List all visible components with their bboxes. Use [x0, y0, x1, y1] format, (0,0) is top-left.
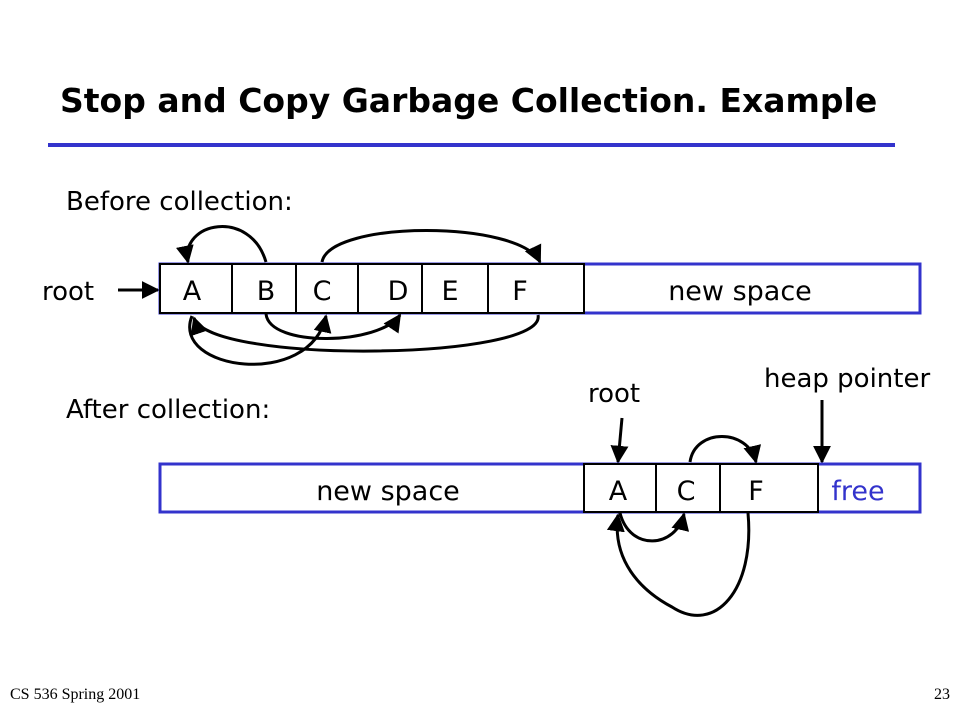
- after-cell-c: C: [677, 476, 696, 507]
- before-arrow-c-to-f: [320, 229, 542, 264]
- before-cell-d: D: [388, 276, 409, 307]
- footer-course: CS 536 Spring 2001: [10, 686, 140, 703]
- before-cell-f: F: [512, 276, 528, 307]
- after-label: After collection:: [66, 395, 270, 425]
- before-arrow-b-to-d: [264, 313, 402, 340]
- before-arrow-b-to-a: [176, 225, 268, 264]
- before-root-label: root: [42, 277, 94, 307]
- after-cell-a: A: [609, 476, 628, 507]
- after-new-space-label: new space: [316, 476, 460, 507]
- heap-pointer-label: heap pointer: [764, 364, 930, 394]
- after-arrow-f-to-a: [606, 512, 751, 617]
- before-new-space-label: new space: [668, 276, 812, 307]
- slide-title: Stop and Copy Garbage Collection. Exampl…: [60, 81, 877, 120]
- after-arrow-a-to-c: [618, 512, 690, 543]
- before-cell-b: B: [257, 276, 276, 307]
- before-label: Before collection:: [66, 187, 293, 217]
- before-cell-c: C: [313, 276, 332, 307]
- footer-page-number: 23: [934, 686, 950, 703]
- after-to-space: [583, 463, 819, 513]
- after-root-label: root: [588, 379, 640, 409]
- before-cell-e: E: [441, 276, 458, 307]
- after-free-label: free: [831, 476, 884, 507]
- before-arrow-f-to-a: [190, 314, 540, 353]
- before-arrow-a-to-c: [188, 314, 332, 366]
- before-cell-a: A: [183, 276, 202, 307]
- after-root-arrow: [610, 417, 629, 464]
- after-arrow-c-to-f: [688, 435, 762, 464]
- before-from-space: [159, 263, 585, 314]
- after-cell-f: F: [748, 476, 764, 507]
